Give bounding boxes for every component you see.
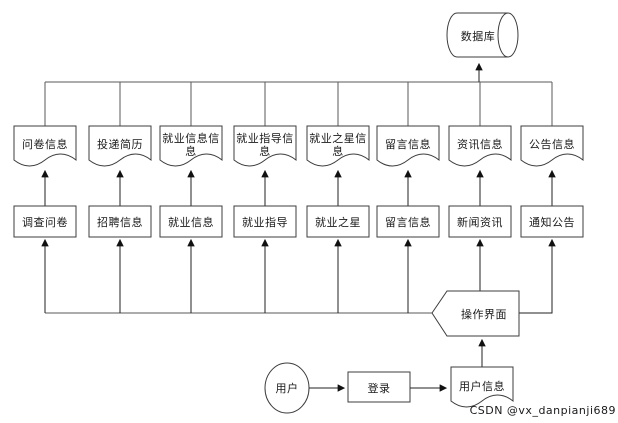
module-box [520, 205, 584, 238]
flow-column: 就业之星信息 就业之星 [306, 82, 370, 313]
flow-column: 问卷信息 调查问卷 [13, 82, 77, 313]
user-label: 用户 [276, 381, 299, 395]
operation-ui-node: 操作界面 [431, 238, 556, 337]
module-box [88, 205, 152, 238]
document-label: 就业指导信息 [236, 131, 294, 158]
database-cylinder-body [446, 12, 508, 58]
document-shape [448, 125, 512, 167]
module-label: 通知公告 [529, 215, 575, 229]
module-label: 调查问卷 [22, 215, 68, 229]
document-label: 问卷信息 [22, 137, 68, 151]
database-cylinder-cap [497, 12, 519, 58]
operation-ui-shape [431, 290, 520, 337]
module-box [13, 205, 77, 238]
userinfo-document-shape [450, 366, 514, 408]
module-label: 留言信息 [385, 215, 431, 229]
document-shape [306, 125, 370, 167]
document-label: 就业之星信息 [309, 131, 367, 158]
flow-column: 留言信息 留言信息 [376, 82, 440, 313]
module-label: 招聘信息 [97, 215, 143, 229]
database-node: 数据库 [446, 12, 519, 82]
document-shape [376, 125, 440, 167]
document-label: 留言信息 [385, 137, 431, 151]
module-box [159, 205, 223, 238]
module-label: 就业信息 [168, 215, 214, 229]
flow-column: 投递简历 招聘信息 [88, 82, 152, 313]
module-box [376, 205, 440, 238]
module-box [306, 205, 370, 238]
watermark-text: CSDN @vx_danpianji689 [470, 404, 616, 417]
module-label: 就业指导 [242, 215, 288, 229]
operation-ui-label: 操作界面 [461, 307, 507, 321]
document-label: 投递简历 [97, 137, 143, 151]
module-label: 新闻资讯 [457, 215, 503, 229]
flow-column: 就业指导信息 就业指导 [233, 82, 297, 313]
document-shape [520, 125, 584, 167]
module-label: 就业之星 [315, 215, 361, 229]
document-shape [159, 125, 223, 167]
document-shape [13, 125, 77, 167]
login-label: 登录 [368, 381, 391, 395]
document-shape [233, 125, 297, 167]
userinfo-label: 用户信息 [459, 379, 505, 393]
database-label: 数据库 [461, 29, 496, 43]
document-label: 公告信息 [529, 137, 575, 151]
login-flow: 用户 登录 用户信息 [264, 338, 514, 414]
ui-to-module8-arrow [519, 238, 556, 314]
flow-column: 公告信息 通知公告 [520, 82, 584, 238]
module-box [233, 205, 297, 238]
module-box [448, 205, 512, 238]
document-shape [88, 125, 152, 167]
login-box [347, 371, 411, 403]
document-label: 就业信息信息 [162, 131, 220, 158]
flow-column: 就业信息信息 就业信息 [159, 82, 223, 313]
flow-column: 资讯信息 新闻资讯 [448, 82, 512, 238]
document-label: 资讯信息 [457, 137, 503, 151]
